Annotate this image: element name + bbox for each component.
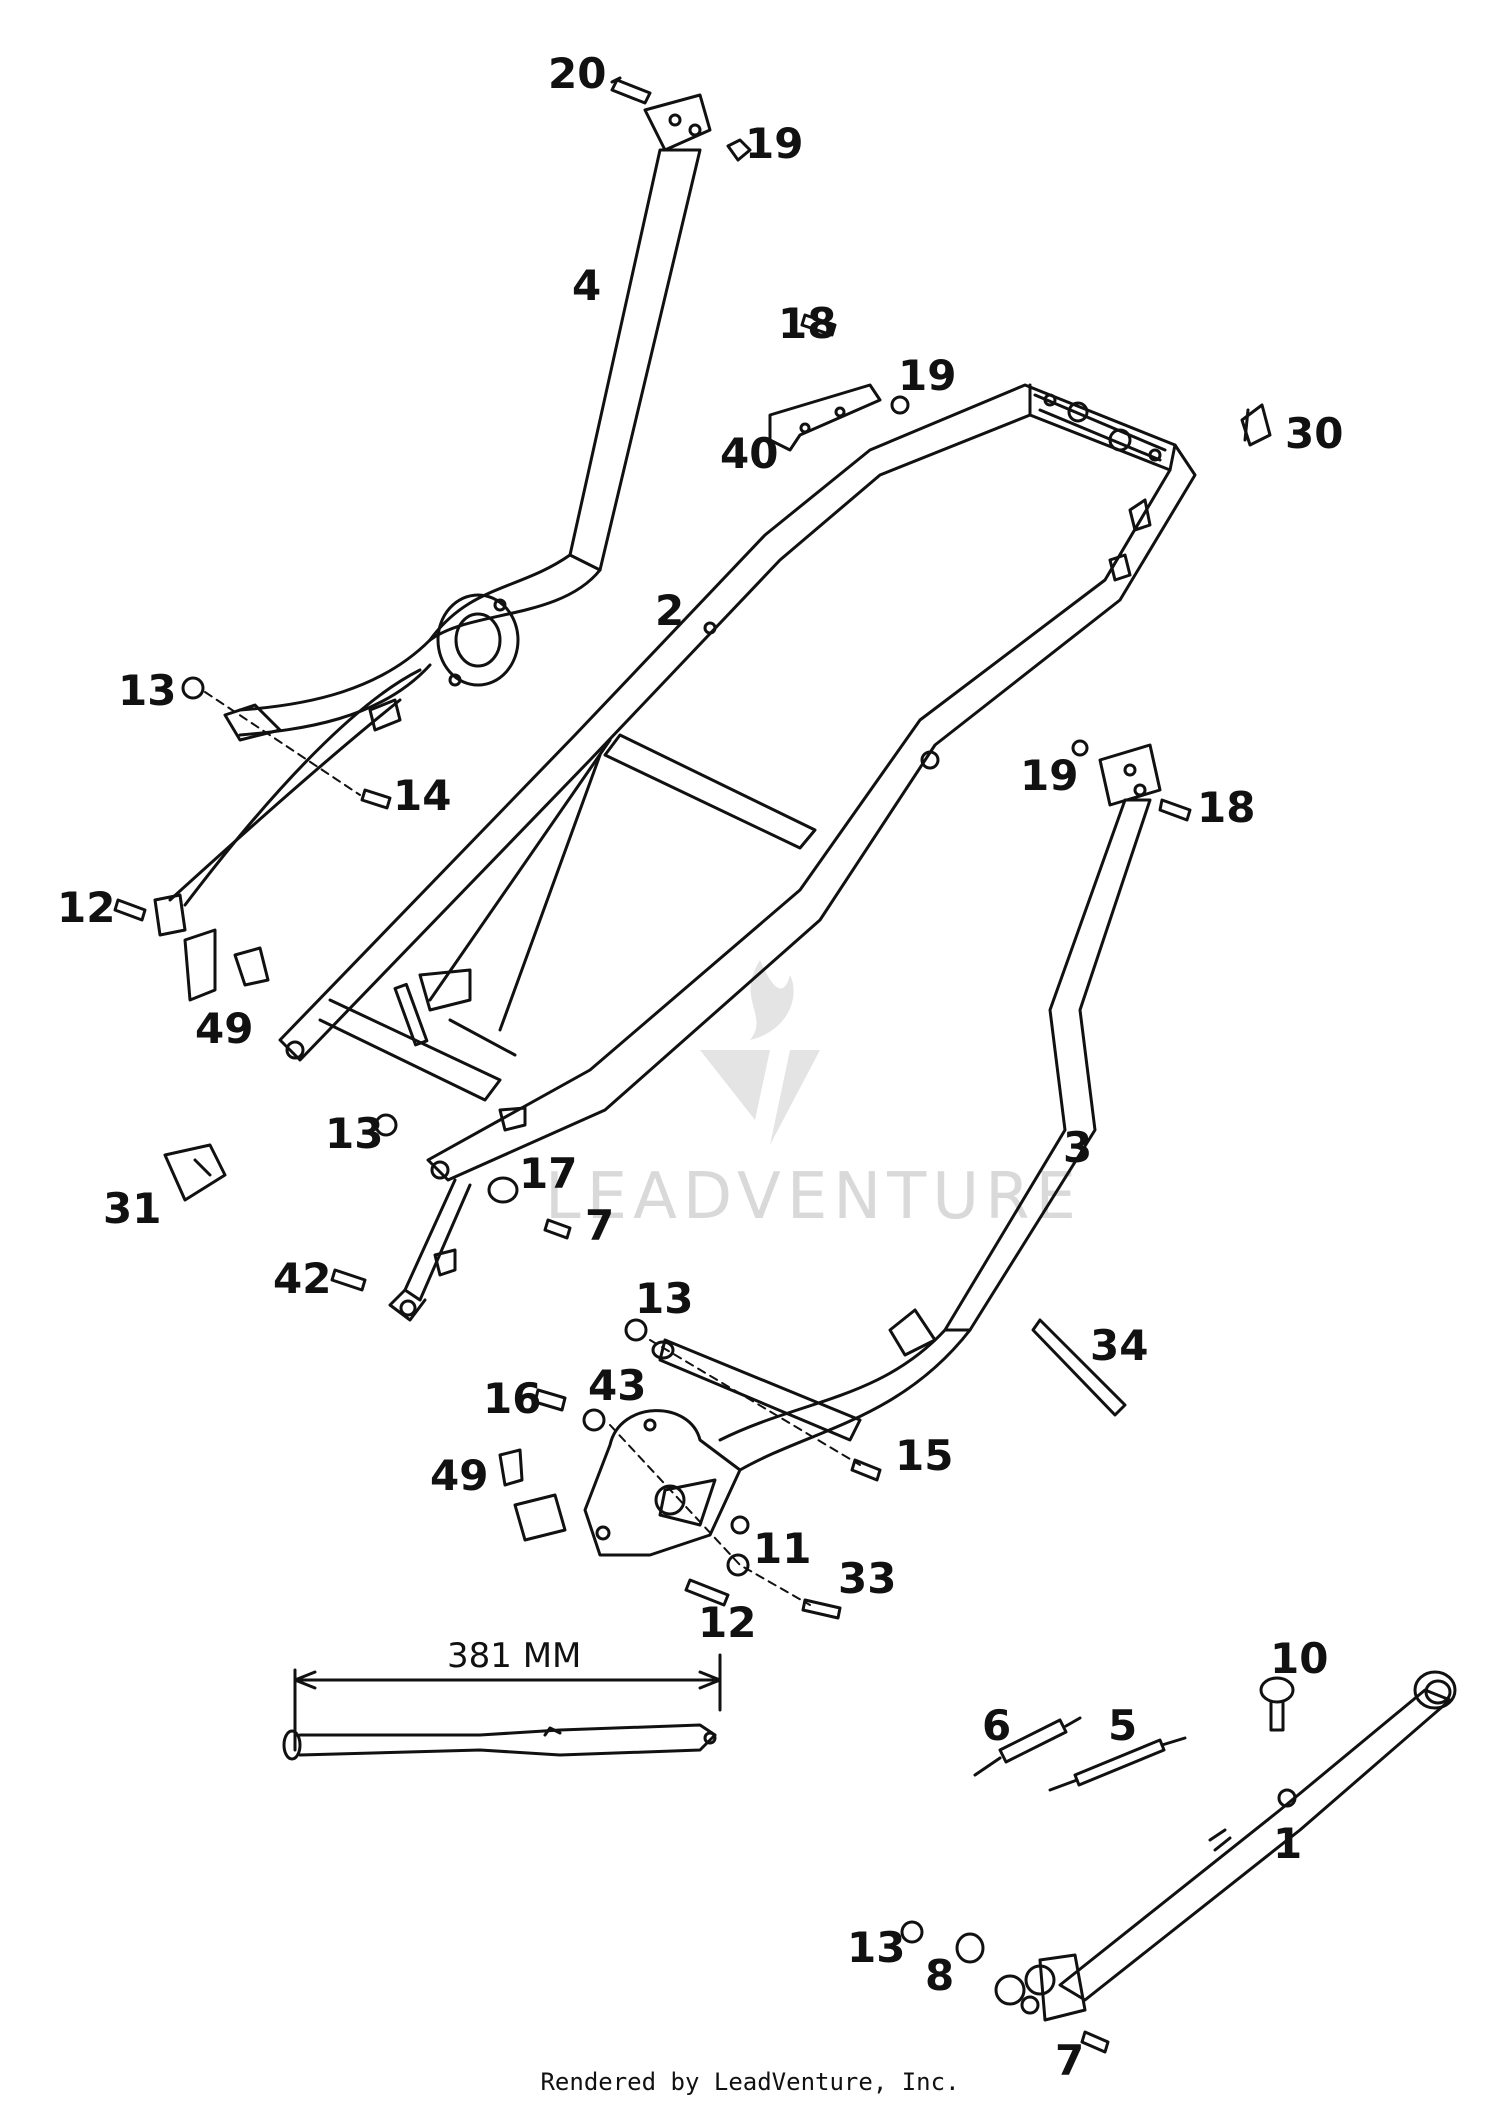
callout-labels: 20 19 4 18 19 40 30 2 13 14 19 18 12 49 …: [57, 49, 1343, 2085]
callout-15: 15: [895, 1431, 953, 1480]
callout-31: 31: [103, 1184, 161, 1233]
bolt-part-20[interactable]: [610, 76, 652, 105]
callout-3: 3: [1063, 1123, 1092, 1172]
spring-part-6[interactable]: [973, 1716, 1082, 1777]
watermark-v-icon: [700, 1050, 820, 1145]
bolt-part-18-right[interactable]: [1158, 798, 1192, 822]
bolt-part-12-left[interactable]: [113, 898, 147, 922]
spring-part-5[interactable]: [1048, 1736, 1187, 1792]
rubber-part-31[interactable]: [163, 1143, 227, 1202]
nut-part-13-upper[interactable]: [181, 676, 205, 700]
nut-part-19-right[interactable]: [1071, 739, 1089, 757]
bolt-part-33[interactable]: [801, 1598, 842, 1620]
leadventure-watermark: LEADVENTURE: [545, 960, 1082, 1234]
clip-part-49-lower[interactable]: [498, 1448, 567, 1542]
callout-13: 13: [325, 1109, 383, 1158]
callout-20: 20: [548, 49, 606, 98]
callout-11: 11: [753, 1524, 811, 1573]
subframe-part-2[interactable]: [278, 383, 1197, 1322]
callout-7: 7: [585, 1201, 614, 1250]
callout-30: 30: [1285, 409, 1343, 458]
callout-40: 40: [720, 429, 778, 478]
nut-part-13-center[interactable]: [374, 1113, 398, 1137]
callout-18: 18: [1197, 783, 1255, 832]
callout-13: 13: [847, 1923, 905, 1972]
bolt-part-7-center[interactable]: [543, 1218, 572, 1240]
dimension-reference-drawing: [282, 1653, 722, 1761]
bushing-part-8[interactable]: [955, 1932, 985, 1964]
callout-13: 13: [635, 1274, 693, 1323]
callout-5: 5: [1108, 1701, 1137, 1750]
callout-6: 6: [982, 1701, 1011, 1750]
nut-part-19-top[interactable]: [726, 138, 752, 162]
watermark-text: LEADVENTURE: [545, 1160, 1082, 1234]
nut-part-13-bottom[interactable]: [900, 1920, 924, 1944]
callout-10: 10: [1270, 1634, 1328, 1683]
bolt-part-12-lower[interactable]: [684, 1578, 730, 1607]
callout-16: 16: [483, 1374, 541, 1423]
nut-part-13-lower[interactable]: [624, 1318, 648, 1342]
callout-14: 14: [393, 771, 451, 820]
bolt-part-18-upper[interactable]: [800, 313, 837, 337]
bolt-part-14[interactable]: [360, 788, 392, 810]
clip-part-49-upper[interactable]: [183, 928, 270, 1002]
callout-4: 4: [572, 261, 601, 310]
dimension-label: 381 MM: [447, 1636, 581, 1676]
callout-49: 49: [195, 1004, 253, 1053]
leader-lines: [204, 691, 861, 1606]
strut-part-4[interactable]: [153, 93, 712, 937]
nut-part-11[interactable]: [726, 1553, 750, 1577]
callout-8: 8: [925, 1951, 954, 2000]
callout-18: 18: [778, 299, 836, 348]
callout-2: 2: [655, 586, 684, 635]
watermark-flame-icon: [750, 960, 794, 1040]
callout-1: 1: [1273, 1819, 1302, 1868]
callout-12: 12: [698, 1598, 756, 1647]
bolt-part-16[interactable]: [533, 1388, 567, 1412]
footer-credit: Rendered by LeadVenture, Inc.: [540, 2068, 960, 2096]
washer-part-17[interactable]: [487, 1176, 519, 1204]
plug-part-30[interactable]: [1240, 403, 1272, 447]
bolt-part-7-bottom[interactable]: [1080, 2030, 1110, 2054]
bracket-part-40[interactable]: [768, 383, 882, 452]
callout-17: 17: [519, 1149, 577, 1198]
pin-part-34[interactable]: [1031, 1318, 1127, 1417]
washer-part-43[interactable]: [582, 1408, 606, 1432]
callout-19: 19: [745, 119, 803, 168]
callout-7: 7: [1055, 2036, 1084, 2085]
bolt-part-42[interactable]: [330, 1268, 367, 1292]
strut-part-3[interactable]: [583, 743, 1162, 1557]
callout-19: 19: [898, 351, 956, 400]
callout-33: 33: [838, 1554, 896, 1603]
side-stand-part-1[interactable]: [994, 1670, 1457, 2022]
callout-12: 12: [57, 883, 115, 932]
nut-part-19-mid[interactable]: [890, 395, 910, 415]
callout-49: 49: [430, 1451, 488, 1500]
callout-34: 34: [1090, 1321, 1148, 1370]
callout-42: 42: [273, 1254, 331, 1303]
rubber-part-10[interactable]: [1259, 1676, 1295, 1732]
callout-19: 19: [1020, 751, 1078, 800]
bolt-part-15[interactable]: [850, 1458, 882, 1482]
callout-13: 13: [118, 666, 176, 715]
callout-43: 43: [588, 1361, 646, 1410]
